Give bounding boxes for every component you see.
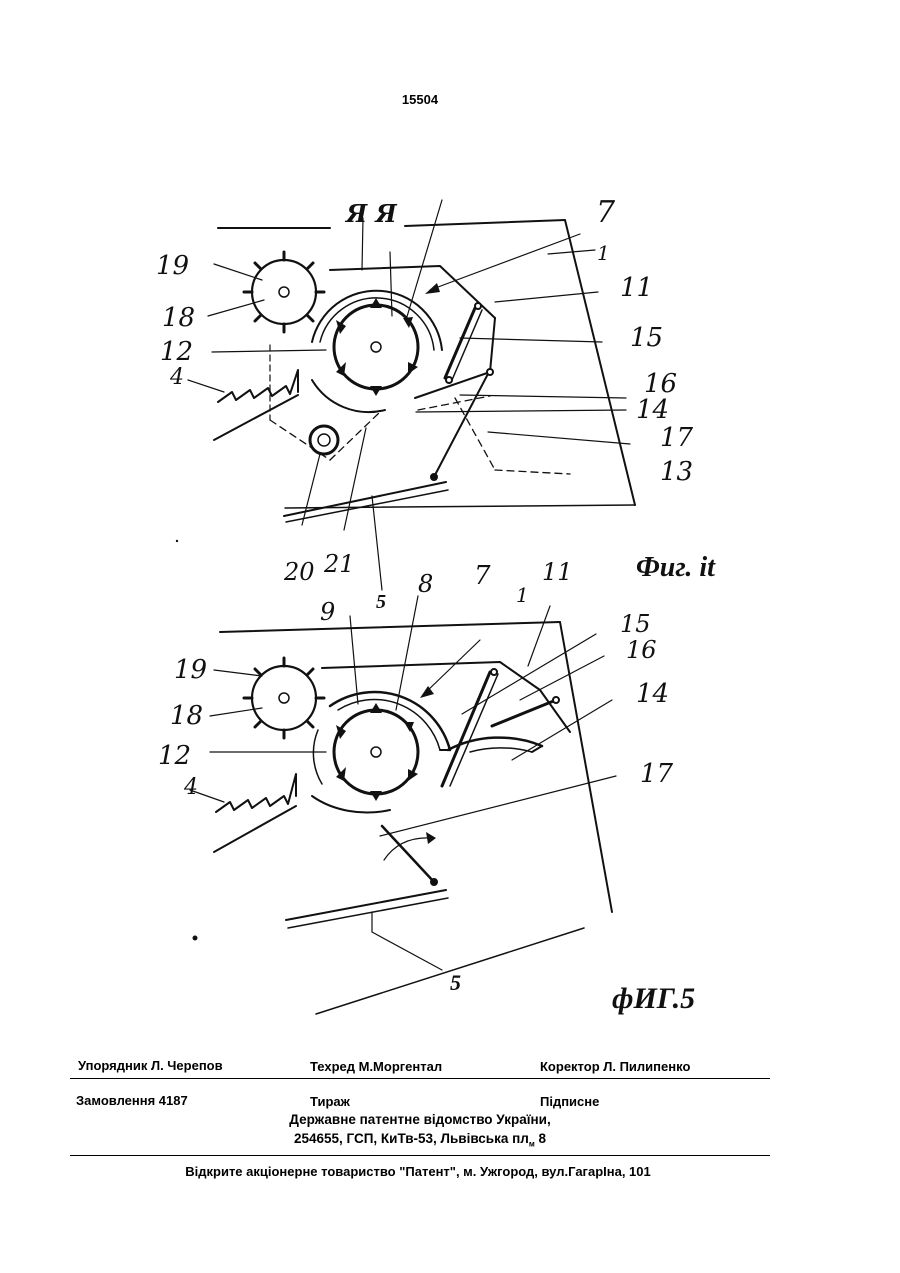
circulation-label: Тираж: [310, 1094, 350, 1109]
fig4-callout-13: 13: [660, 457, 693, 487]
fig5-callout-11: 11: [542, 558, 573, 586]
scan-speck: [193, 936, 198, 941]
fig4-callout-11: 11: [620, 273, 653, 303]
fig4-callout-5: 5: [376, 591, 386, 613]
fig5-callout-17: 17: [640, 759, 674, 789]
corrector-credit: Коректор Л. Пилипенко: [540, 1059, 690, 1074]
office-line-2: 254655, ГСП, КиТв-53, Львівська плм 8: [200, 1129, 640, 1154]
divider-top: [70, 1078, 770, 1079]
patent-drawings: Я Я 7 1 11 15 16 14 17 13 19 18 12 4 20 …: [0, 0, 900, 1040]
fig5-callout-8: 8: [418, 570, 433, 598]
scan-speck: [176, 540, 178, 542]
fig5-callout-5: 5: [450, 970, 461, 995]
fig4-callout-20: 20: [283, 558, 315, 586]
publisher-line: Відкрите акціонерне товариство "Патент",…: [0, 1164, 836, 1179]
fig5-callout-12: 12: [158, 741, 191, 771]
figure-5-label: фИГ.5: [612, 982, 695, 1015]
fig5-callout-1: 1: [516, 583, 529, 607]
fig4-callout-19: 19: [156, 251, 189, 281]
fig4-top-marks: Я Я: [344, 199, 398, 228]
fig5-callout-18: 18: [170, 701, 203, 731]
fig4-callout-17: 17: [660, 423, 694, 453]
fig5-callout-15: 15: [620, 610, 651, 638]
fig4-callout-14: 14: [636, 395, 669, 425]
techred-credit: Техред М.Моргентал: [310, 1059, 442, 1074]
fig5-callout-14: 14: [636, 679, 669, 709]
fig5-callout-9: 9: [320, 598, 335, 626]
compiler-credit: Упорядник Л. Черепов: [78, 1058, 223, 1073]
fig4-callout-7: 7: [596, 195, 616, 230]
figure-5-drawing: [190, 596, 616, 1014]
fig4-callout-21: 21: [323, 550, 355, 578]
patent-office-address: Державне патентне відомство України, 254…: [200, 1110, 640, 1154]
fig5-callout-7: 7: [474, 561, 491, 591]
fig5-callout-4: 4: [183, 775, 198, 800]
subscription-label: Підписне: [540, 1094, 599, 1109]
fig4-callout-4: 4: [169, 365, 184, 390]
fig4-callout-18: 18: [162, 303, 195, 333]
fig5-callout-19: 19: [174, 655, 207, 685]
office-line-1: Державне патентне відомство України,: [200, 1110, 640, 1129]
fig4-callout-12: 12: [160, 337, 193, 367]
figure-4-label: Фиг. it: [636, 552, 716, 583]
figure-4-drawing: [188, 200, 635, 590]
divider-bottom: [70, 1155, 770, 1156]
fig5-callout-16: 16: [626, 636, 657, 664]
fig4-callout-1: 1: [597, 241, 610, 265]
fig4-callout-15: 15: [630, 323, 663, 353]
office-number: 8: [535, 1131, 546, 1146]
order-number: Замовлення 4187: [76, 1093, 188, 1108]
office-address: 254655, ГСП, КиТв-53, Львівська пл: [294, 1131, 529, 1146]
